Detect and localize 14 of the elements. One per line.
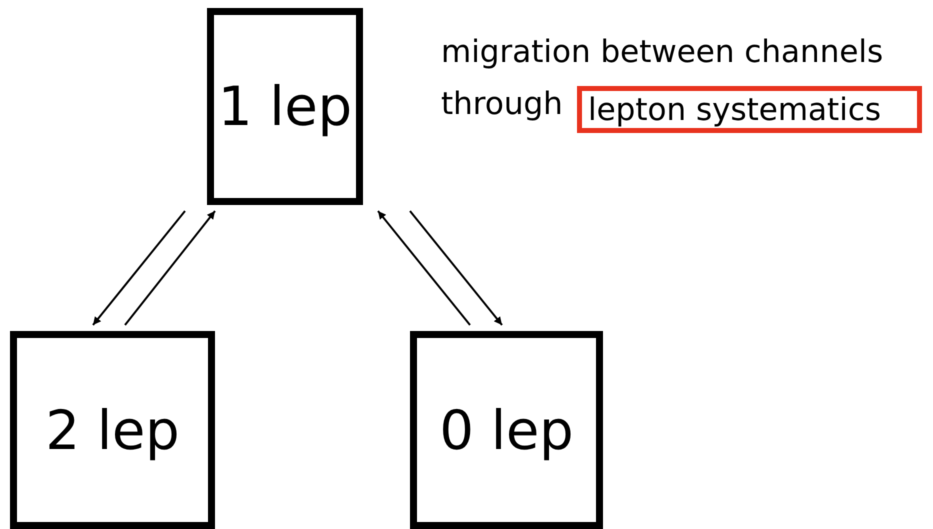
channel-label: 2 lep (45, 398, 180, 462)
highlight-text: lepton systematics (588, 92, 882, 128)
channel-label: 0 lep (439, 398, 574, 462)
arrow (377, 210, 471, 326)
channel-box (207, 8, 363, 205)
channel-box (410, 331, 603, 529)
arrow (409, 210, 503, 326)
annotation-text: through (441, 86, 563, 122)
channel-label: 1 lep (218, 75, 352, 138)
arrow (92, 210, 186, 326)
channel-box (10, 331, 215, 529)
arrow (124, 210, 216, 326)
annotation-text: migration between channels (441, 34, 884, 70)
highlight-box (577, 86, 922, 133)
